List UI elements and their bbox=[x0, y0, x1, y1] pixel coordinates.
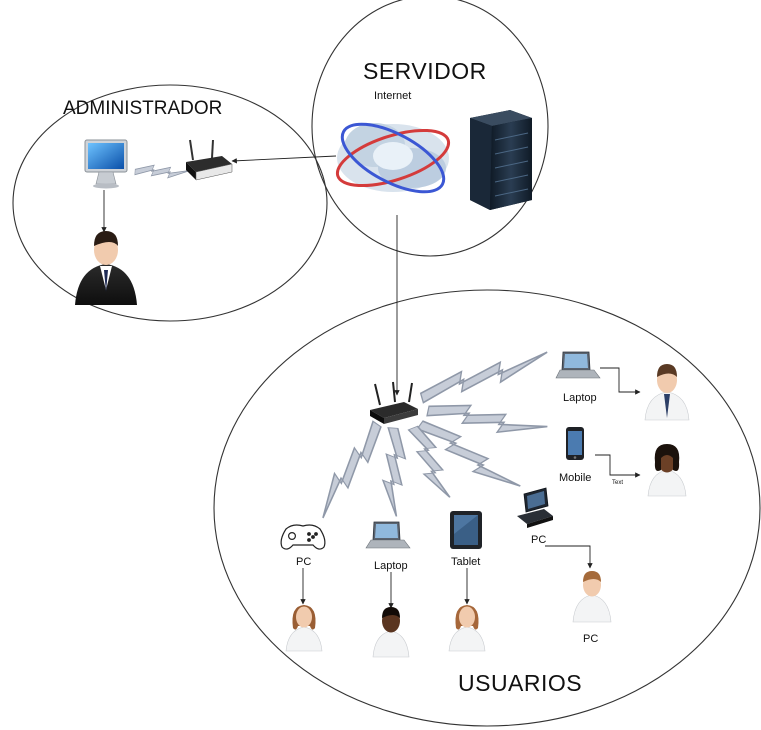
router-icon bbox=[186, 139, 233, 181]
connector-laptop-to-user bbox=[600, 367, 641, 395]
user-icon-mobile bbox=[647, 444, 687, 497]
connector-mobile-to-user bbox=[595, 454, 641, 478]
zone-administrador bbox=[12, 84, 328, 322]
user-icon-laptop-right bbox=[644, 364, 690, 421]
connector-server-to-admin-router bbox=[231, 155, 337, 164]
device-label-tablet: Tablet bbox=[451, 556, 481, 568]
zone-servidor bbox=[311, 0, 549, 257]
tablet-icon bbox=[450, 511, 482, 549]
text-note: Text bbox=[612, 480, 624, 486]
lightning-laptop-bottom-link bbox=[379, 426, 409, 518]
user-label-pc: PC bbox=[583, 633, 599, 645]
monitor-icon bbox=[84, 139, 128, 189]
mobile-phone-icon bbox=[566, 427, 584, 460]
user-icon-gamepad bbox=[285, 605, 323, 652]
internet-cloud-icon bbox=[335, 122, 451, 194]
server-rack-icon bbox=[470, 110, 532, 210]
laptop-icon-bottom bbox=[365, 521, 411, 549]
lightning-laptop-link bbox=[417, 346, 553, 405]
user-icon-pc bbox=[572, 571, 612, 623]
connector-pc-to-user bbox=[545, 545, 593, 569]
users-router-icon bbox=[370, 381, 418, 424]
zone-title-servidor: SERVIDOR bbox=[363, 58, 487, 84]
zone-title-usuarios: USUARIOS bbox=[458, 670, 583, 696]
laptop-icon-right bbox=[555, 351, 601, 379]
admin-user-icon bbox=[75, 231, 137, 305]
internet-label: Internet bbox=[374, 90, 412, 102]
gamepad-icon bbox=[280, 524, 326, 550]
device-label-gamepad: PC bbox=[296, 556, 312, 568]
user-icon-laptop-bottom bbox=[372, 607, 410, 658]
device-label-laptop-bottom: Laptop bbox=[374, 560, 408, 572]
lightning-gamepad-link bbox=[309, 419, 390, 522]
device-label-pc-right: PC bbox=[531, 534, 547, 546]
zone-title-administrador: ADMINISTRADOR bbox=[63, 98, 223, 119]
desktop-pc-icon bbox=[517, 487, 553, 528]
user-icon-tablet bbox=[448, 605, 486, 652]
zone-usuarios bbox=[213, 289, 761, 727]
device-label-mobile: Mobile bbox=[559, 472, 592, 484]
wireless-links bbox=[134, 163, 553, 522]
lightning-admin-link bbox=[134, 163, 191, 180]
device-label-laptop-right: Laptop bbox=[563, 392, 597, 404]
